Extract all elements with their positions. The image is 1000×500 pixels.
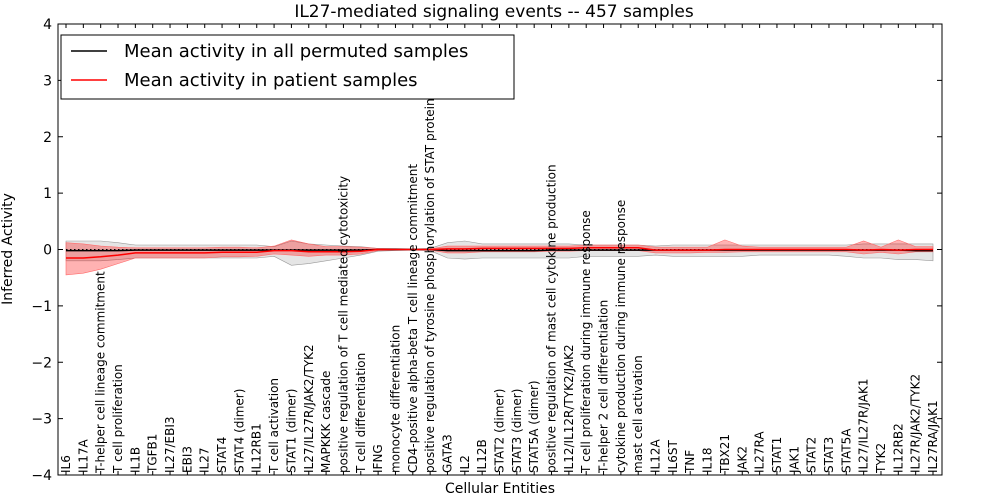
x-category-label: positive regulation of tyrosine phosphor… [423, 98, 437, 473]
legend-label-permuted: Mean activity in all permuted samples [124, 41, 468, 62]
x-category-label: IL27R/JAK2/TYK2 [909, 374, 923, 473]
x-category-label: MAPKKK cascade [319, 371, 333, 473]
x-category-label: EBI3 [180, 446, 194, 473]
x-category-label: IL2 [458, 455, 472, 473]
x-category-label: cytokine production during immune respon… [614, 200, 628, 473]
x-category-label: TGFB1 [146, 434, 160, 474]
legend-label-patient: Mean activity in patient samples [124, 70, 418, 91]
x-category-label: STAT2 (dimer) [493, 389, 507, 473]
x-category-label: IL1B [128, 447, 142, 473]
chart-title: IL27-mediated signaling events -- 457 sa… [294, 2, 694, 22]
x-category-label: positive regulation of T cell mediated c… [336, 176, 350, 473]
x-category-label: IL27/EBI3 [163, 416, 177, 473]
legend: Mean activity in all permuted samples Me… [60, 34, 515, 100]
x-category-label: TNF [683, 450, 697, 474]
x-category-label: GATA3 [441, 434, 455, 473]
legend-box [60, 34, 515, 100]
x-category-label: IL6ST [666, 440, 680, 473]
y-tick-label: 4 [43, 17, 52, 33]
x-category-label: T cell proliferation during immune respo… [579, 210, 593, 474]
x-category-label: IL27/IL27R/JAK1 [857, 379, 871, 473]
x-category-label: IL17A [76, 439, 90, 473]
confidence-band-0 [65, 240, 934, 266]
x-category-label: JAK2 [735, 446, 749, 474]
x-category-label: IL27RA/JAK1 [926, 400, 940, 473]
x-category-label: IL12RB2 [891, 423, 905, 473]
x-category-label: IL18 [701, 448, 715, 474]
y-axis-title: Inferred Activity [0, 193, 16, 305]
plot-area [65, 239, 934, 276]
x-category-label: T cell proliferation [111, 364, 125, 474]
x-category-label: IL12/IL12R/TYK2/JAK2 [562, 344, 576, 473]
x-category-label: STAT1 (dimer) [284, 389, 298, 473]
x-category-label: STAT4 [215, 437, 229, 473]
x-category-label: T-helper 2 cell differentiation [597, 300, 611, 474]
x-category-label: T cell activation [267, 378, 281, 474]
x-category-label: IL12RB1 [250, 423, 264, 473]
x-category-label: JAK1 [787, 446, 801, 474]
y-tick-label: −1 [31, 299, 52, 315]
x-category-label: T cell differentiation [354, 353, 368, 474]
x-category-label: monocyte differentiation [389, 325, 403, 473]
x-category-label: STAT2 [805, 437, 819, 473]
x-category-label: IL27/IL27R/JAK2/TYK2 [302, 344, 316, 473]
x-category-label: IFNG [371, 444, 385, 473]
x-category-label: IL12B [475, 439, 489, 473]
x-category-label: IL27 [198, 448, 212, 474]
x-category-label: STAT4 (dimer) [232, 389, 246, 473]
x-category-label: positive regulation of mast cell cytokin… [545, 164, 559, 473]
x-axis-title: Cellular Entities [445, 481, 555, 497]
x-category-label: IL6 [59, 455, 73, 473]
x-category-label: T-helper cell lineage commitment [94, 271, 108, 474]
y-tick-label: −2 [31, 355, 52, 371]
x-category-label: STAT5A (dimer) [527, 380, 541, 473]
y-tick-label: 2 [43, 130, 52, 146]
x-category-label: STAT5A [839, 428, 853, 473]
x-category-label: STAT3 [822, 437, 836, 473]
y-tick-label: 1 [43, 186, 52, 202]
x-category-label: mast cell activation [631, 355, 645, 473]
series-line-1 [66, 247, 933, 259]
x-category-label: IL27RA [753, 431, 767, 473]
x-category-label: IL12A [649, 439, 663, 473]
x-category-label: TYK2 [874, 443, 888, 474]
y-tick-label: −4 [31, 468, 52, 484]
x-category-label: TBX21 [718, 434, 732, 474]
y-tick-label: 3 [43, 73, 52, 89]
y-tick-label: −3 [31, 412, 52, 428]
y-tick-label: 0 [43, 243, 52, 259]
x-category-label: CD4-positive alpha-beta T cell lineage c… [406, 164, 420, 473]
x-category-label: STAT1 [770, 437, 784, 473]
confidence-band-1 [65, 239, 934, 276]
x-category-label: STAT3 (dimer) [510, 389, 524, 473]
